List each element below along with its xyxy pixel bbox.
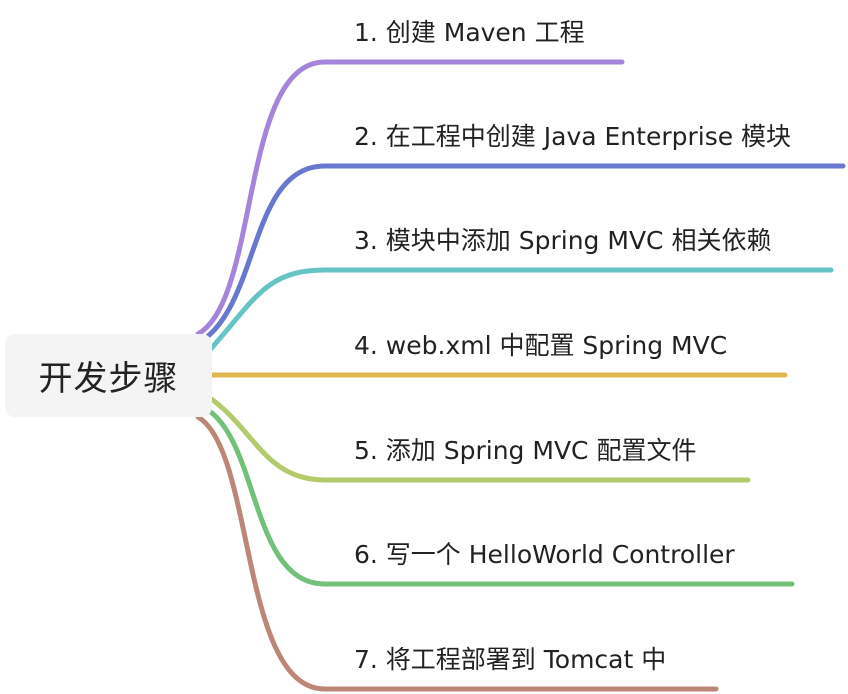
branch-label-7[interactable]: 7. 将工程部署到 Tomcat 中 bbox=[354, 645, 667, 674]
branch-label-1[interactable]: 1. 创建 Maven 工程 bbox=[354, 18, 585, 47]
branch-line-1 bbox=[195, 59, 625, 337]
branch-line-7 bbox=[195, 414, 719, 692]
branch-label-4[interactable]: 4. web.xml 中配置 Spring MVC bbox=[354, 331, 728, 360]
branch-line-3 bbox=[205, 267, 834, 355]
branch-line-2 bbox=[200, 163, 846, 343]
branch-line-6 bbox=[202, 405, 795, 587]
root-label: 开发步骤 bbox=[38, 359, 179, 399]
branch-label-2[interactable]: 2. 在工程中创建 Java Enterprise 模块 bbox=[354, 122, 792, 151]
branch-label-6[interactable]: 6. 写一个 HelloWorld Controller bbox=[354, 540, 735, 569]
root-node[interactable]: 开发步骤 bbox=[5, 334, 212, 417]
branch-line-5 bbox=[207, 395, 751, 483]
branch-label-3[interactable]: 3. 模块中添加 Spring MVC 相关依赖 bbox=[354, 226, 772, 255]
branch-label-5[interactable]: 5. 添加 Spring MVC 配置文件 bbox=[354, 436, 697, 465]
